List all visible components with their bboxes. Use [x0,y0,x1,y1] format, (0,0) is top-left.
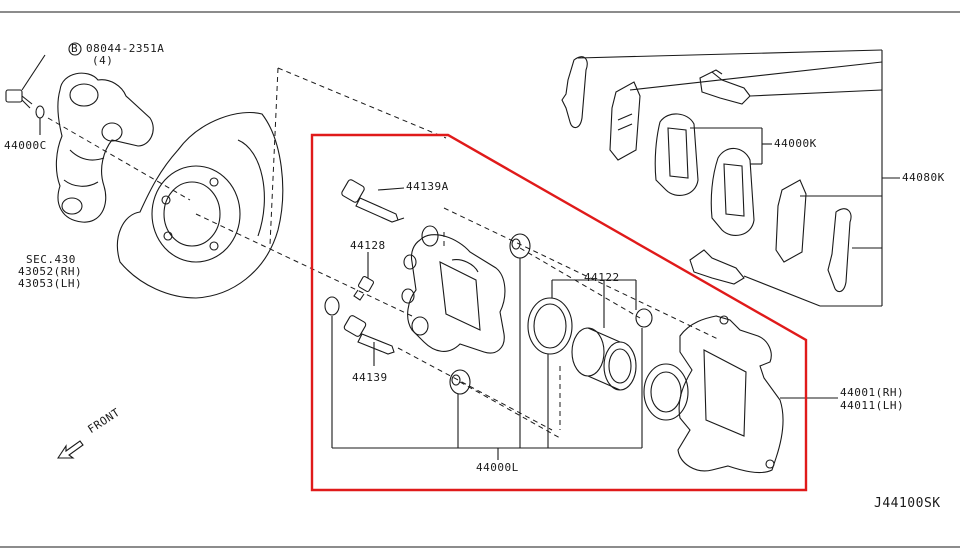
pad-kit-part-number[interactable]: 44000K [774,137,817,150]
mounting-bolt[interactable] [5,89,33,109]
slide-bushing-upper[interactable] [509,233,531,259]
caliper-body[interactable] [401,225,506,354]
pad-shim-inner-1[interactable] [775,179,807,263]
dust-boot[interactable] [643,363,689,421]
front-arrow-icon [56,440,84,459]
sec-rh-part-number[interactable]: 43052(RH) [18,265,83,278]
washer [35,105,45,119]
pin-bolt-lower-part-number[interactable]: 44139 [352,371,388,384]
caliper-lh-part-number[interactable]: 44011(LH) [840,399,905,412]
slide-bushing-lower[interactable] [449,369,471,395]
bolt-symbol-circle [68,42,82,56]
figure-code: J44100SK [874,496,941,511]
pad-retainer-top[interactable] [699,69,751,105]
caliper-rh-part-number[interactable]: 44001(RH) [840,386,905,399]
brake-pad-outer[interactable] [654,113,699,196]
piston[interactable] [571,327,637,391]
pad-shim-inner-2[interactable] [827,208,852,293]
steering-knuckle[interactable] [55,72,154,223]
piston-kit-bracket [551,279,637,328]
bolt-quantity: (4) [92,54,114,67]
piston-seal[interactable] [527,297,573,355]
hardware-kit-bracket [577,49,900,307]
caliper-assy-bracket [331,258,643,460]
dust-shield[interactable] [116,111,284,299]
projection-lines [47,67,721,439]
pin-boot[interactable] [324,296,340,316]
bleeder-screw[interactable] [353,275,375,301]
brake-pad-inner[interactable] [710,147,755,236]
bolt-leader [21,54,46,91]
pad-retainer-bottom[interactable] [689,249,745,285]
bleeder-part-number[interactable]: 44128 [350,239,386,252]
caliper-bracket[interactable] [677,315,784,474]
bolt-part-number[interactable]: 08044-2351A [86,42,165,55]
guide-pin-bolt-lower[interactable] [343,315,395,355]
guide-pin-bolt-upper[interactable] [341,179,405,223]
hardware-kit-part-number[interactable]: 44080K [902,171,945,184]
piston-boot-small[interactable] [635,308,653,328]
sec-lh-part-number[interactable]: 43053(LH) [18,277,83,290]
backing-plate-part-number[interactable]: 44000C [4,139,47,152]
bolt-symbol-label: B [71,42,79,55]
pad-shim-outer-2[interactable] [609,81,641,161]
caliper-highlight-outline [310,133,808,492]
pin-upper-leader [377,187,405,191]
pad-shim-outer-1[interactable] [561,56,588,129]
pad-kit-bracket [690,127,772,165]
caliper-assy-part-number[interactable]: 44000L [476,461,519,474]
sec-reference[interactable]: SEC.430 [26,253,76,266]
piston-part-number[interactable]: 44122 [584,271,620,284]
pin-bolt-upper-part-number[interactable]: 44139A [406,180,449,193]
